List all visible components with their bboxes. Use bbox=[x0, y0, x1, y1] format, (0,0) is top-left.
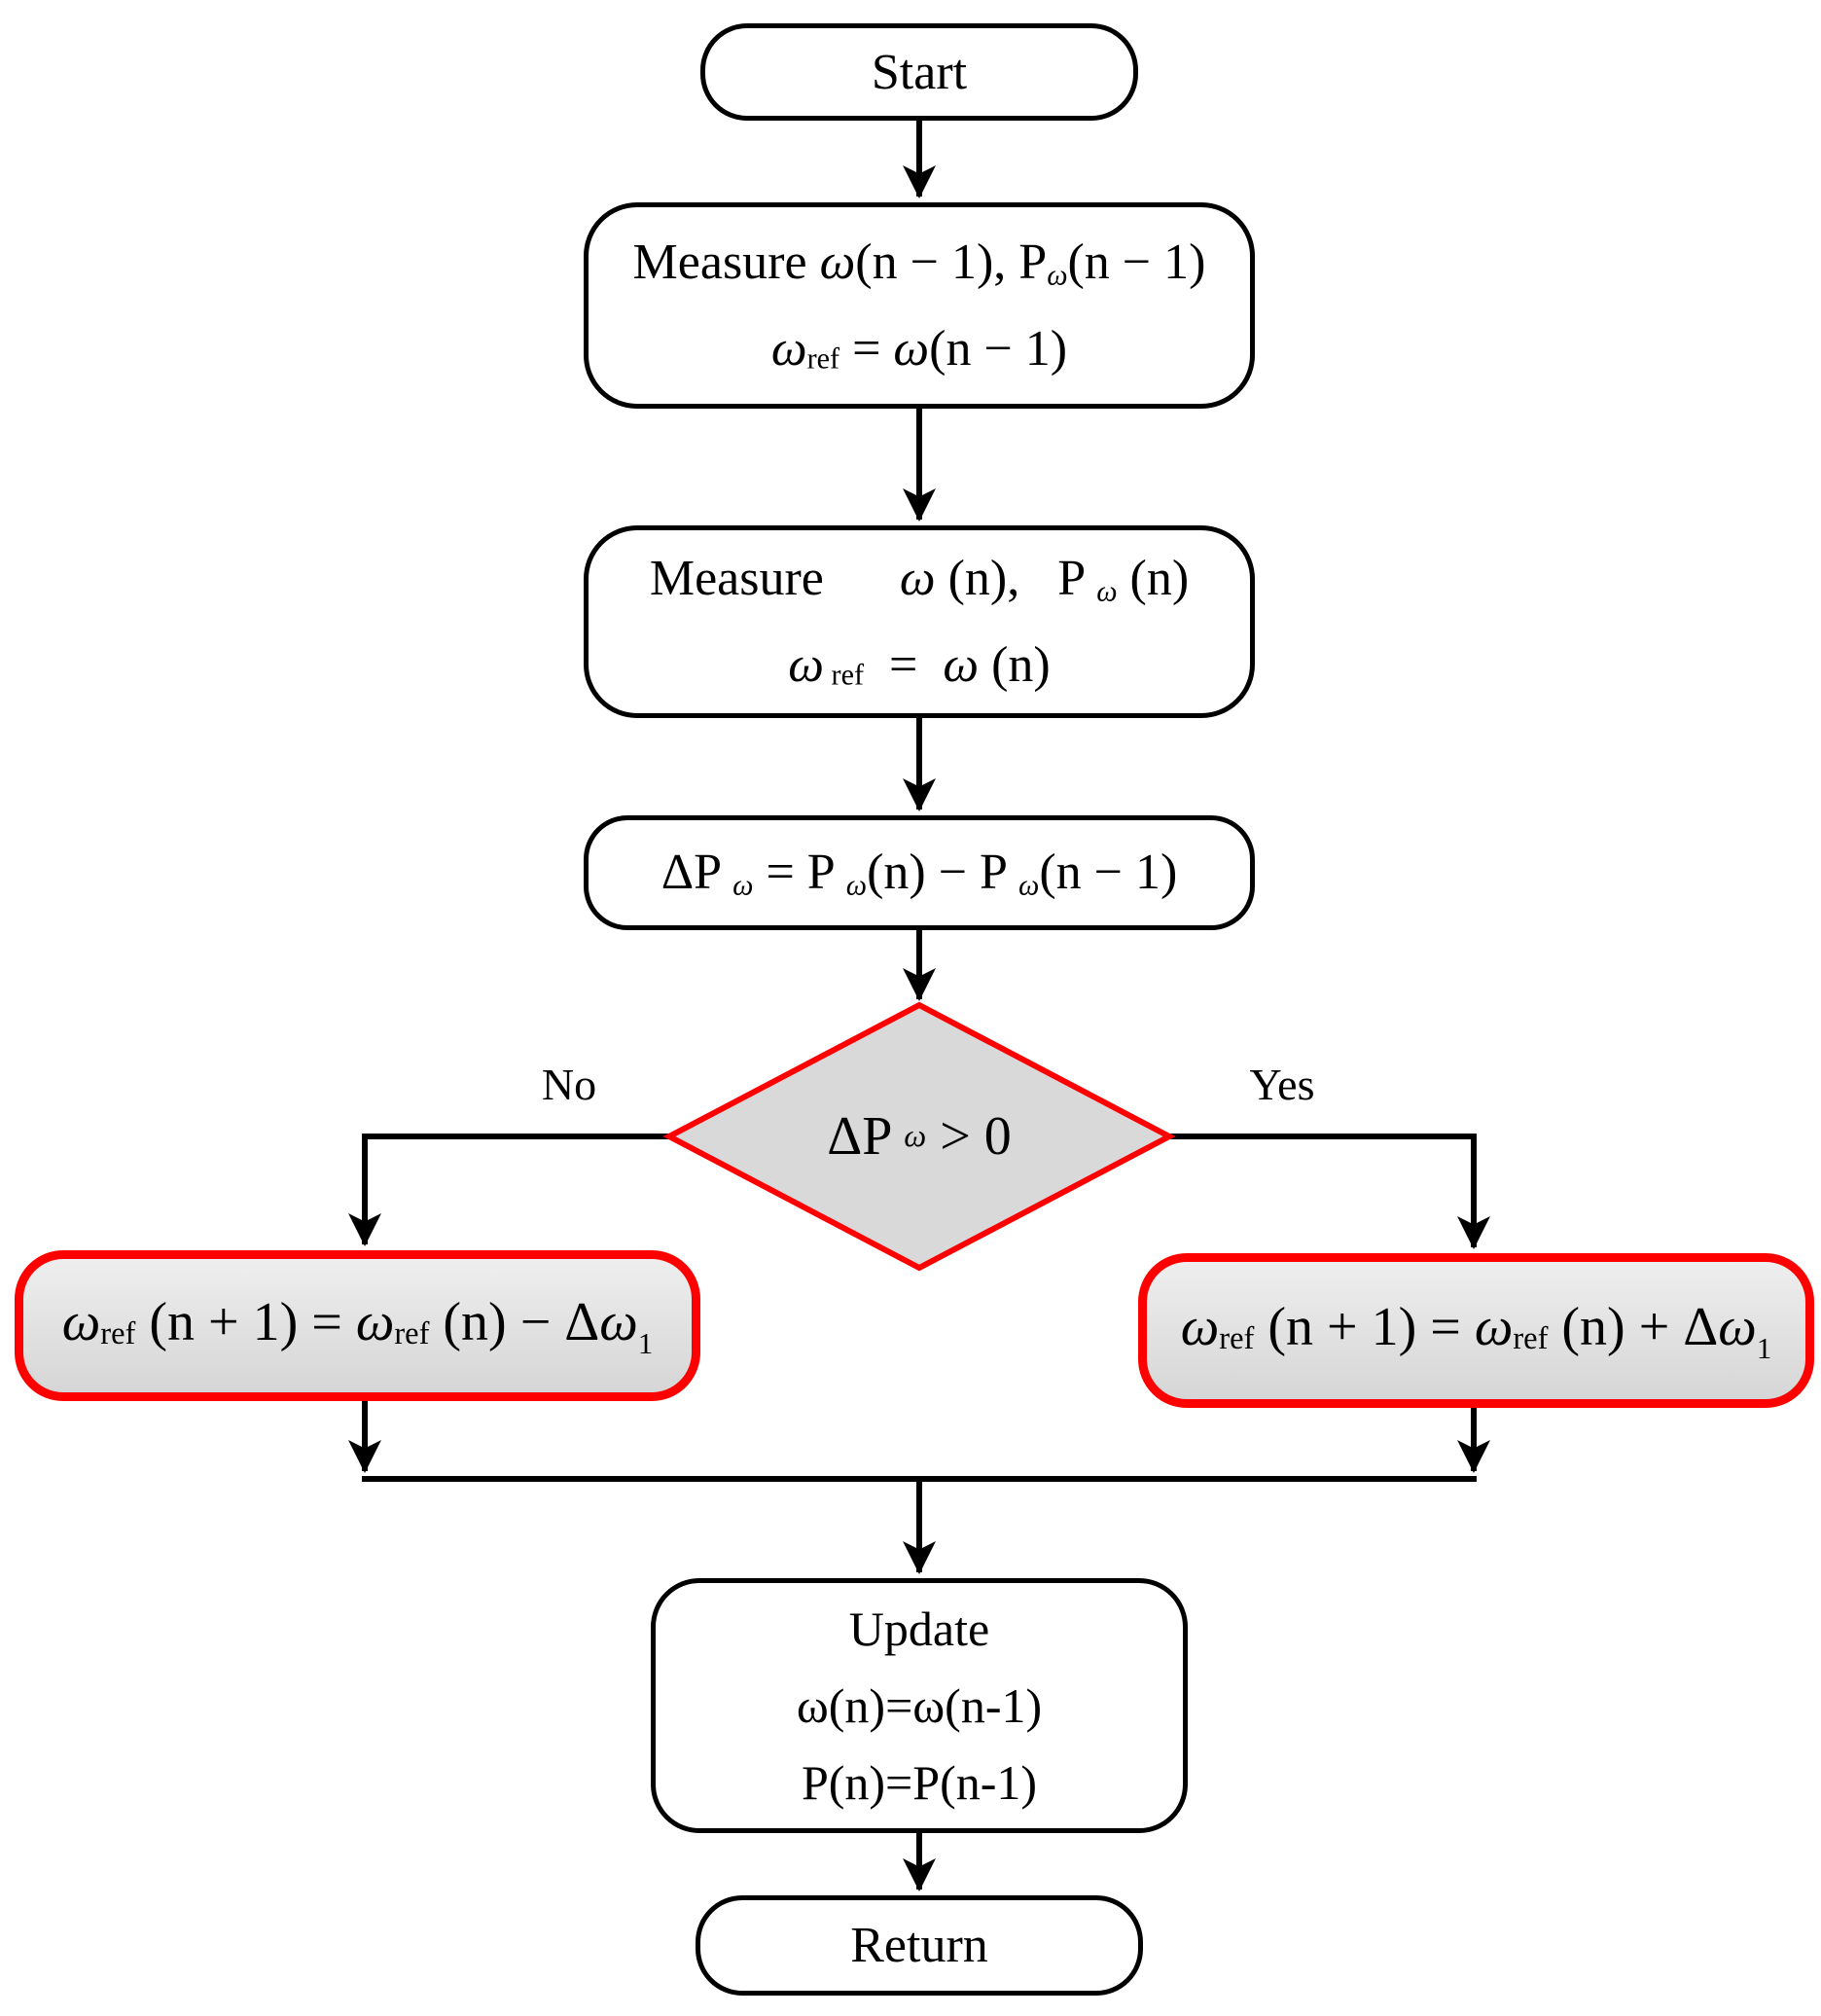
branch-label-no: No bbox=[541, 1060, 597, 1109]
start-node: Start bbox=[700, 23, 1138, 121]
update-omega-assignment: ω(n)=ω(n-1) bbox=[796, 1677, 1043, 1733]
increase-ref-formula: ωref (n + 1) = ωref (n) + Δω1 bbox=[1180, 1296, 1772, 1365]
delta-power-node: ΔP ω = P ω(n) − P ω(n − 1) bbox=[584, 815, 1255, 930]
decision-label: ΔP ω > 0 bbox=[827, 1106, 1012, 1167]
start-label: Start bbox=[871, 44, 968, 100]
arrow-branch-yes bbox=[1169, 1134, 1490, 1249]
update-node: Update ω(n)=ω(n-1) P(n)=P(n-1) bbox=[651, 1578, 1188, 1833]
return-label: Return bbox=[850, 1918, 988, 1973]
update-title: Update bbox=[848, 1601, 990, 1656]
delta-power-formula: ΔP ω = P ω(n) − P ω(n − 1) bbox=[661, 844, 1178, 902]
return-node: Return bbox=[696, 1895, 1143, 1996]
measure-prev-node: Measure ω(n − 1), Pω(n − 1) ωref = ω(n −… bbox=[584, 202, 1255, 409]
decrease-ref-node: ωref (n + 1) = ωref (n) − Δω1 bbox=[15, 1250, 700, 1401]
measure-current-node: Measure ω (n), P ω (n) ω ref = ω (n) bbox=[584, 525, 1255, 718]
measure-current-line2: ω ref = ω (n) bbox=[788, 636, 1051, 693]
arrow-branch-no bbox=[348, 1134, 669, 1246]
update-power-assignment: P(n)=P(n-1) bbox=[801, 1754, 1038, 1810]
increase-ref-node: ωref (n + 1) = ωref (n) + Δω1 bbox=[1138, 1253, 1814, 1408]
measure-current-line1: Measure ω (n), P ω (n) bbox=[649, 551, 1190, 608]
branch-label-yes: Yes bbox=[1249, 1060, 1315, 1109]
measure-prev-line2: ωref = ω(n − 1) bbox=[770, 320, 1068, 377]
decrease-ref-formula: ωref (n + 1) = ωref (n) − Δω1 bbox=[61, 1291, 654, 1360]
decision-diamond-shape bbox=[662, 1001, 1176, 1272]
measure-prev-line1: Measure ω(n − 1), Pω(n − 1) bbox=[632, 234, 1206, 292]
